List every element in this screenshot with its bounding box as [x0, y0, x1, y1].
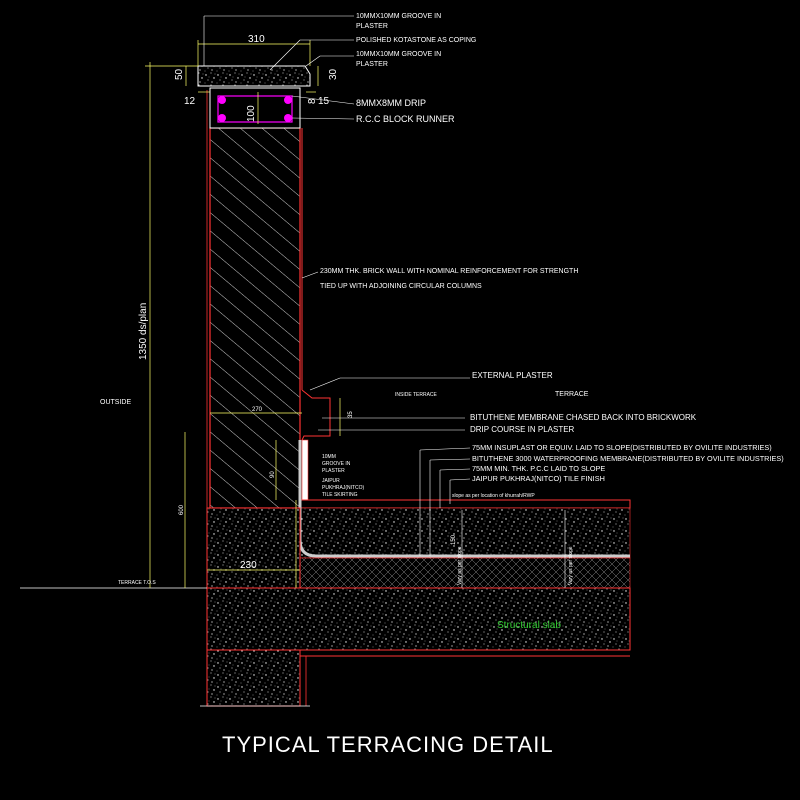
label-skirting-2: PUKHRAJ(NITCO) [322, 485, 365, 491]
rcc-block-runner [209, 87, 301, 129]
dim-230: 230 [240, 560, 257, 571]
drip-course-profile [301, 389, 331, 441]
rebar-1 [218, 96, 226, 104]
label-bituthene-chased: BITUTHENE MEMBRANE CHASED BACK INTO BRIC… [470, 413, 697, 422]
label-groove-bot-2: PLASTER [356, 61, 388, 68]
dim-150: 150 [451, 534, 457, 545]
label-brick-wall-2: TIED UP WITH ADJOINING CIRCULAR COLUMNS [320, 283, 482, 290]
label-bituthene-3000: BITUTHENE 3000 WATERPROOFING MEMBRANE(DI… [472, 454, 784, 463]
label-groove-top-2: PLASTER [356, 23, 388, 30]
insuplast-layer [299, 557, 631, 589]
label-slope-note: slope as per location of khurrah/RWP [452, 493, 535, 499]
rebar-2 [284, 96, 292, 104]
pcc-layer [299, 507, 631, 559]
label-drip-course: DRIP COURSE IN PLASTER [470, 425, 575, 434]
label-insuplast: 75MM INSUPLAST OR EQUIV. LAID TO SLOPE(D… [472, 443, 772, 452]
drawing-title: TYPICAL TERRACING DETAIL [222, 732, 554, 757]
dim-310: 310 [248, 34, 265, 45]
dim-30: 30 [328, 68, 339, 80]
brick-wall [209, 127, 301, 509]
tile-finish [299, 499, 631, 509]
label-groove-top-1: 10MMX10MM GROOVE IN [356, 13, 441, 20]
label-structural-slab: Structural slab [497, 620, 561, 631]
dim-15: 15 [318, 96, 330, 107]
label-external-plaster: EXTERNAL PLASTER [472, 371, 553, 380]
leader-lines [203, 15, 566, 588]
label-skirting-3: TILE SKIRTING [322, 492, 358, 498]
kotastone-coping [197, 65, 311, 87]
skirting-tile [301, 439, 309, 501]
runner-reinforcement-box [217, 95, 293, 123]
dim-12: 12 [184, 96, 196, 107]
structural-slab [206, 587, 631, 651]
dim-270: 270 [252, 407, 263, 413]
label-inside-terrace: INSIDE TERRACE [395, 392, 438, 398]
label-groove-small-2: GROOVE IN [322, 461, 351, 467]
label-pcc: 75MM MIN. THK. P.C.C LAID TO SLOPE [472, 464, 605, 473]
dim-8: 8 [307, 98, 318, 104]
dim-600: 600 [179, 504, 185, 515]
label-groove-small-3: PLASTER [322, 468, 345, 474]
label-outside: OUTSIDE [100, 399, 131, 406]
label-groove-bot-1: 10MMX10MM GROOVE IN [356, 51, 441, 58]
dimension-lines [145, 40, 341, 588]
label-vary-left: Vary as per slope [457, 546, 463, 585]
dim-50: 50 [174, 68, 185, 80]
label-groove-small-1: 10MM [322, 454, 336, 460]
dim-90: 90 [270, 471, 276, 478]
label-skirting-1: JAIPUR [322, 478, 340, 484]
label-runner: R.C.C BLOCK RUNNER [356, 114, 455, 124]
label-drip: 8MMX8MM DRIP [356, 98, 426, 108]
rebar-4 [284, 114, 292, 122]
label-coping: POLISHED KOTASTONE AS COPING [356, 37, 476, 44]
beam [206, 649, 301, 707]
lower-wall [206, 507, 301, 589]
dim-100: 100 [246, 105, 257, 122]
label-terrace: TERRACE [555, 391, 589, 398]
dim-35: 35 [348, 411, 354, 418]
label-brick-wall-1: 230MM THK. BRICK WALL WITH NOMINAL REINF… [320, 268, 578, 275]
label-tile: JAIPUR PUKHRAJ(NITCO) TILE FINISH [472, 474, 605, 483]
label-vary-right: Vary as per slope [568, 546, 574, 585]
rebar-3 [218, 114, 226, 122]
dim-1350: 1350 ds/plan [138, 303, 149, 360]
label-terrace-tos: TERRACE T.O.S [118, 580, 156, 586]
